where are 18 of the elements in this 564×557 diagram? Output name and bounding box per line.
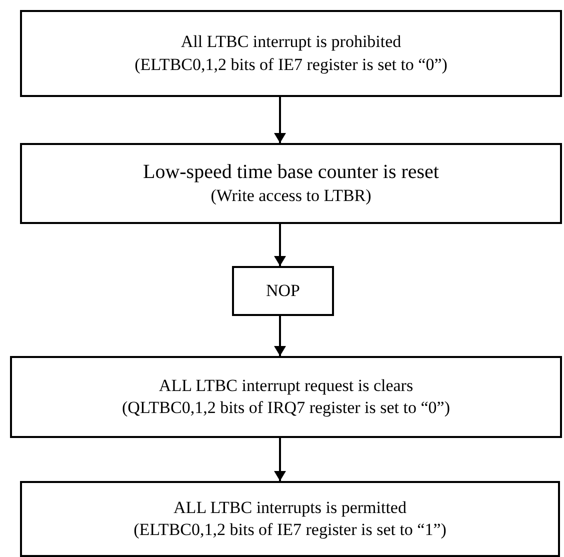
- step-detail: (ELTBC0,1,2 bits of IE7 register is set to “1”): [134, 519, 446, 541]
- arrow: [274, 316, 286, 356]
- step-text: ALL LTBC interrupt request is clears: [158, 374, 414, 397]
- step-detail: (Write access to LTBR): [210, 185, 372, 208]
- process-box: [10, 356, 562, 438]
- step-detail: (QLTBC0,1,2 bits of IRQ7 register is set to “0”): [122, 397, 450, 419]
- process-box: [232, 266, 334, 316]
- step-text: NOP: [266, 280, 300, 302]
- step-text: All LTBC interrupt is prohibited: [180, 31, 402, 54]
- step-text: ALL LTBC interrupts is permitted: [174, 496, 406, 519]
- arrow: [274, 438, 286, 481]
- process-box: [20, 143, 562, 224]
- arrow: [274, 224, 286, 266]
- process-box: [20, 481, 560, 557]
- arrow: [274, 97, 286, 143]
- process-box: [20, 10, 562, 97]
- step-detail: (ELTBC0,1,2 bits of IE7 register is set to “0”): [134, 54, 448, 76]
- step-text: Low-speed time base counter is reset: [142, 160, 439, 186]
